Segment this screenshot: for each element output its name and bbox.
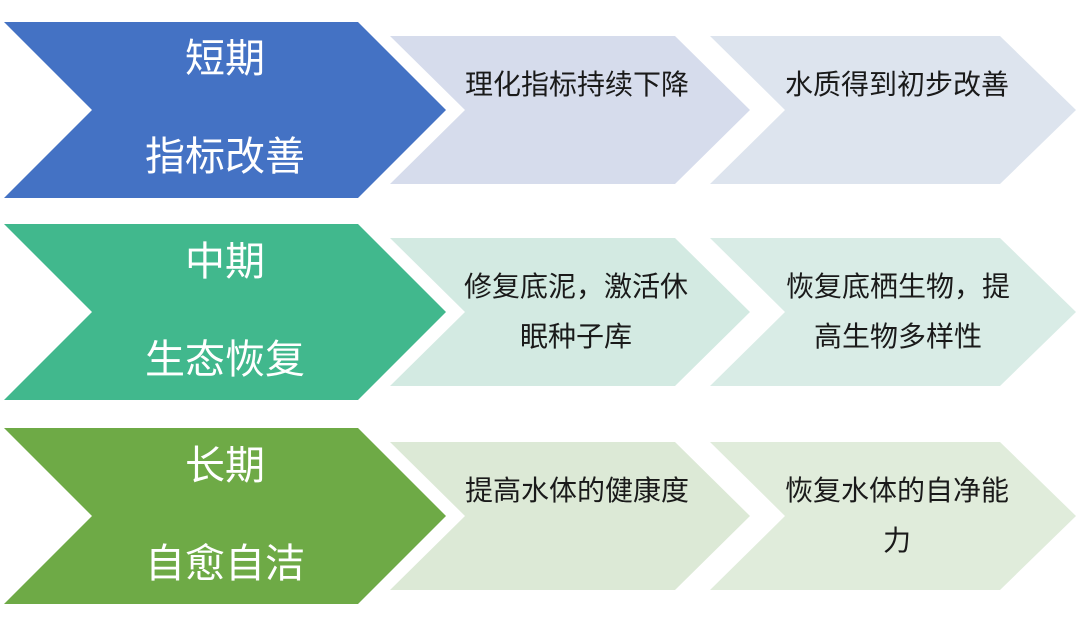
- long-term-goal-2-chevron: [710, 442, 1076, 590]
- mid-term-focus: 生态恢复: [145, 337, 305, 383]
- long-term-goal-1: 提高水体的健康度: [464, 474, 689, 507]
- short-term-title: 短期: [185, 36, 265, 82]
- short-term-chevron: [4, 22, 446, 198]
- long-term-goal-1-chevron: [390, 442, 750, 590]
- mid-term-goal-2-chevron: [710, 238, 1076, 386]
- mid-term-goal-2: 恢复底栖生物，提高生物多样性: [785, 270, 1010, 353]
- mid-term-chevron: [4, 224, 446, 400]
- mid-term-title: 中期: [185, 239, 265, 285]
- mid-term-goal-1: 修复底泥，激活休眠种子库: [463, 270, 688, 353]
- mid-term-goal-1-chevron: [390, 238, 750, 386]
- short-term-goal-2-chevron: [710, 36, 1076, 184]
- long-term-title: 长期: [185, 443, 265, 489]
- short-term-focus: 指标改善: [145, 134, 305, 180]
- long-term-focus: 自愈自洁: [145, 541, 305, 587]
- short-term-goal-1-chevron: [390, 36, 750, 184]
- short-term-goal-1: 理化指标持续下降: [464, 68, 689, 101]
- long-term-chevron: [4, 428, 446, 604]
- long-term-goal-2: 恢复水体的自净能力: [784, 474, 1009, 557]
- short-term-goal-2: 水质得到初步改善: [784, 68, 1009, 101]
